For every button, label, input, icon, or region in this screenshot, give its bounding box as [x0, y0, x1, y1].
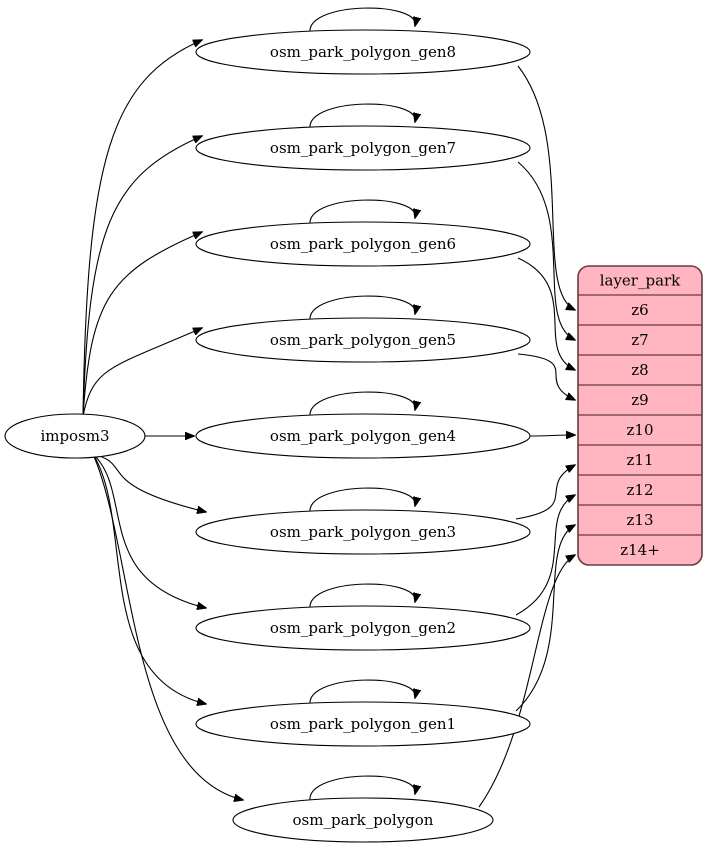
self-loop-edge-2 [309, 199, 415, 226]
edge-osm_park_polygon_gen4-to-z10 [529, 435, 575, 436]
nodes-layer: osm_park_polygon_gen8 osm_park_polygon_ge… [4, 29, 531, 843]
node-osm_park_polygon_gen5-shape [195, 317, 531, 363]
edge-imposm3-to-osm_park_polygon_gen1 [92, 453, 206, 704]
layer-park-row-z8[interactable]: z8 [631, 361, 648, 379]
self-loop-edge-0 [309, 7, 415, 34]
layer-park-title: layer_park [600, 272, 681, 290]
node-osm_park_polygon_gen5[interactable]: osm_park_polygon_gen5 [195, 317, 531, 363]
edge-imposm3-to-osm_park_polygon_gen3 [92, 453, 206, 512]
node-osm_park_polygon_gen6[interactable]: osm_park_polygon_gen6 [195, 221, 531, 267]
node-osm_park_polygon_gen8[interactable]: osm_park_polygon_gen8 [195, 29, 531, 75]
layer-park-row-z10[interactable]: z10 [627, 421, 654, 439]
self-loop-edge-7 [309, 679, 415, 706]
layer-park-table: layer_park z6 z7 z8 z9 z10 z11 z12 z13 z14+ [577, 265, 703, 566]
edge-osm_park_polygon_gen7-to-z7 [517, 161, 575, 340]
node-osm_park_polygon_gen8-label: osm_park_polygon_gen8 [270, 43, 456, 61]
node-osm_park_polygon_gen3-shape [195, 509, 531, 555]
node-osm_park_polygon_gen4-label: osm_park_polygon_gen4 [270, 427, 456, 445]
edge-osm_park_polygon_gen5-to-z9 [517, 353, 575, 400]
edge-osm_park_polygon_gen3-to-z11 [515, 465, 575, 520]
self-loop-edge-3 [309, 295, 415, 322]
node-osm_park_polygon_gen2-shape [195, 605, 531, 651]
layer-park-row-z12[interactable]: z12 [627, 481, 654, 499]
node-osm_park_polygon-label: osm_park_polygon [293, 811, 434, 829]
node-osm_park_polygon_gen1-shape [195, 701, 531, 747]
edges-layer [82, 7, 575, 808]
node-osm_park_polygon-shape [232, 797, 494, 843]
node-imposm3[interactable]: imposm3 [4, 413, 146, 459]
node-imposm3-shape [4, 413, 146, 459]
node-osm_park_polygon_gen8-shape [195, 29, 531, 75]
edge-imposm3-to-osm_park_polygon_gen7 [82, 136, 202, 417]
self-loop-edge-5 [309, 487, 415, 514]
self-loop-edge-6 [309, 583, 415, 610]
node-osm_park_polygon_gen5-label: osm_park_polygon_gen5 [270, 331, 456, 349]
node-osm_park_polygon_gen7[interactable]: osm_park_polygon_gen7 [195, 125, 531, 171]
node-osm_park_polygon_gen4[interactable]: osm_park_polygon_gen4 [195, 413, 531, 459]
node-osm_park_polygon_gen6-label: osm_park_polygon_gen6 [270, 235, 456, 253]
edge-imposm3-to-osm_park_polygon_gen6 [82, 232, 202, 417]
self-loop-edge-1 [309, 103, 415, 130]
node-osm_park_polygon_gen4-shape [195, 413, 531, 459]
node-imposm3-label: imposm3 [40, 427, 109, 445]
node-osm_park_polygon_gen2[interactable]: osm_park_polygon_gen2 [195, 605, 531, 651]
node-osm_park_polygon_gen2-label: osm_park_polygon_gen2 [270, 619, 456, 637]
edge-osm_park_polygon-to-z14+ [478, 555, 575, 808]
edge-osm_park_polygon_gen6-to-z8 [517, 257, 575, 370]
layer-park-row-z13[interactable]: z13 [627, 511, 654, 529]
layer-park-row-z11[interactable]: z11 [627, 451, 654, 469]
layer-park-row-z6[interactable]: z6 [631, 301, 648, 319]
edge-imposm3-to-osm_park_polygon_gen2 [92, 453, 206, 608]
node-osm_park_polygon_gen1[interactable]: osm_park_polygon_gen1 [195, 701, 531, 747]
layer-park-row-z14+[interactable]: z14+ [620, 541, 660, 559]
edge-imposm3-to-osm_park_polygon [92, 453, 243, 800]
layer-park-row-z9[interactable]: z9 [631, 391, 648, 409]
node-osm_park_polygon_gen6-shape [195, 221, 531, 267]
node-osm_park_polygon_gen3[interactable]: osm_park_polygon_gen3 [195, 509, 531, 555]
self-loop-edge-4 [309, 391, 415, 418]
node-osm_park_polygon_gen1-label: osm_park_polygon_gen1 [270, 715, 456, 733]
edge-imposm3-to-osm_park_polygon_gen8 [82, 40, 202, 417]
edge-imposm3-to-osm_park_polygon_gen5 [82, 328, 202, 417]
node-osm_park_polygon_gen7-label: osm_park_polygon_gen7 [270, 139, 456, 157]
edge-osm_park_polygon_gen8-to-z6 [517, 65, 575, 310]
node-osm_park_polygon_gen3-label: osm_park_polygon_gen3 [270, 523, 456, 541]
node-osm_park_polygon_gen7-shape [195, 125, 531, 171]
node-osm_park_polygon[interactable]: osm_park_polygon [232, 797, 494, 843]
self-loop-edge-8 [309, 775, 415, 802]
layer-park-row-z7[interactable]: z7 [631, 331, 648, 349]
edge-osm_park_polygon_gen2-to-z12 [515, 495, 575, 616]
edge-osm_park_polygon_gen1-to-z13 [515, 525, 575, 712]
